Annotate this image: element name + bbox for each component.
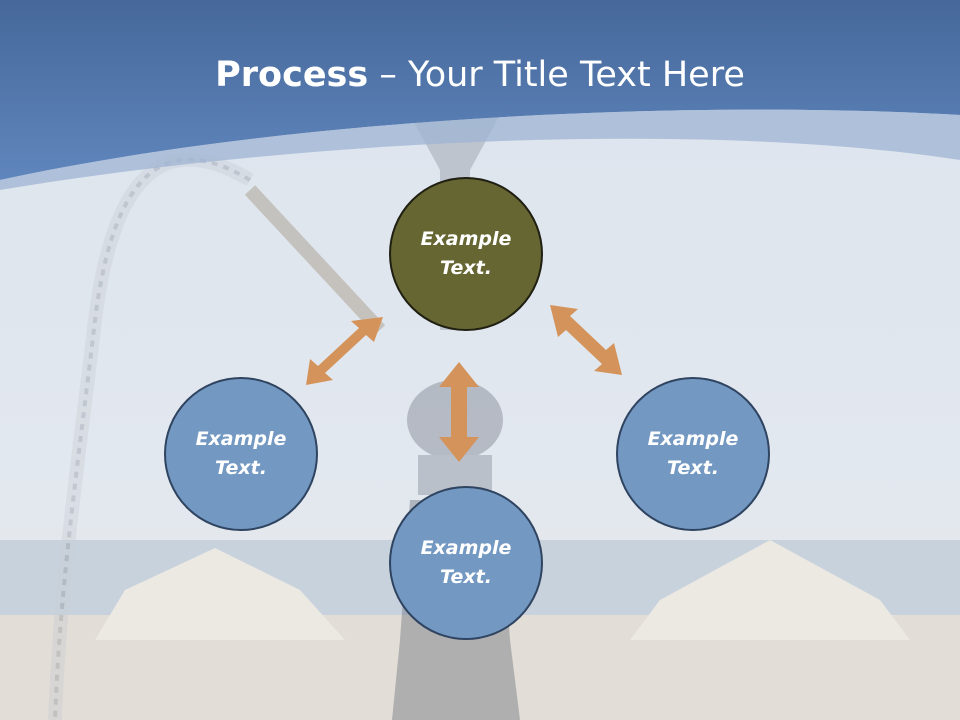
node-bottom[interactable]: Example Text.: [389, 486, 543, 640]
title-bold: Process: [215, 55, 369, 95]
tent-left: [95, 548, 345, 640]
node-bottom-label: Example Text.: [420, 537, 512, 588]
header-band: [0, 0, 960, 180]
node-center[interactable]: Example Text.: [389, 177, 543, 331]
title-rest: – Your Title Text Here: [368, 55, 745, 95]
node-right-label: Example Text.: [647, 428, 739, 479]
node-right[interactable]: Example Text.: [616, 377, 770, 531]
node-left-label: Example Text.: [195, 428, 287, 479]
node-center-label: Example Text.: [420, 228, 512, 279]
node-left[interactable]: Example Text.: [164, 377, 318, 531]
slide-title: Process – Your Title Text Here: [0, 52, 960, 98]
tent-right: [630, 540, 910, 640]
arrow-center-left: [306, 317, 383, 385]
arrow-center-bottom: [439, 362, 479, 462]
arrow-center-right: [550, 305, 622, 375]
header-accent: [0, 109, 960, 190]
